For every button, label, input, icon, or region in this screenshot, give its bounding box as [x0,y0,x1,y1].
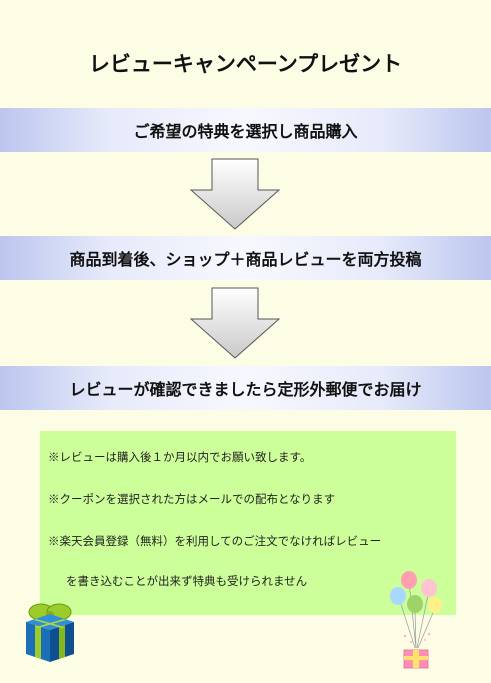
step-3-banner: レビューが確認できましたら定形外郵便でお届け [0,366,491,410]
balloons-gift-icon [390,571,442,669]
page-title: レビューキャンペーンプレゼント [88,52,403,76]
step-2-banner: 商品到着後、ショップ＋商品レビューを両方投稿 [0,236,491,280]
down-arrow-icon [190,158,280,230]
down-arrow-icon [190,287,280,359]
notes-box: ※レビューは購入後１か月以内でお願い致します。 ※クーポンを選択された方はメール… [40,431,456,615]
note-rakuten-member-cont: を書き込むことが出来ず特典も受けられません [66,574,308,588]
step-1-banner: ご希望の特典を選択し商品購入 [0,108,491,152]
note-review-deadline: ※レビューは購入後１か月以内でお願い致します。 [48,450,312,464]
gift-box-icon [26,603,74,662]
note-coupon-email: ※クーポンを選択された方はメールでの配布となります [48,492,336,506]
note-rakuten-member: ※楽天会員登録（無料）を利用してのご注文でなければレビュー [48,534,382,548]
